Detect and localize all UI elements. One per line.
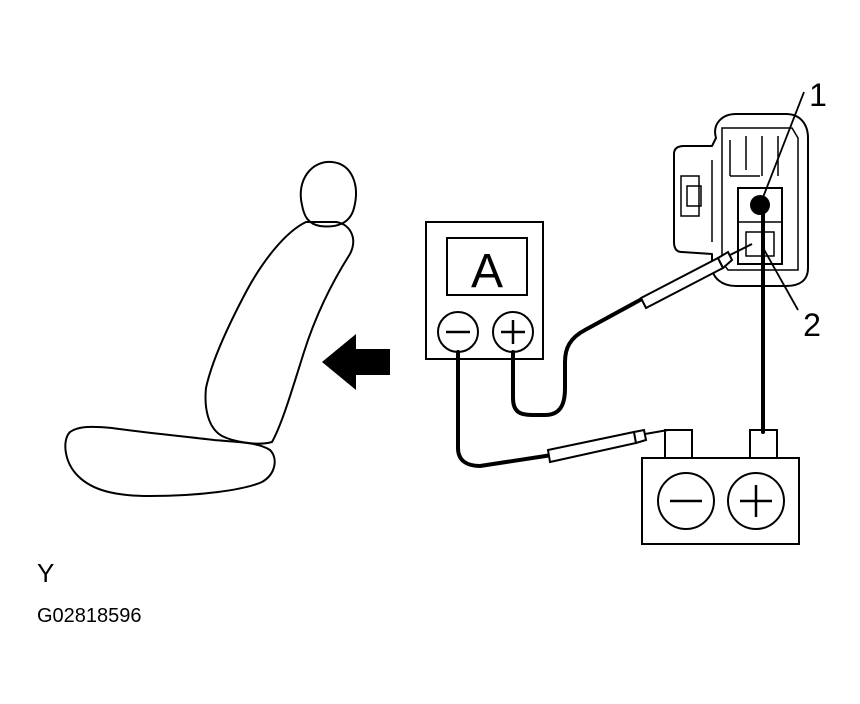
- probe-icon: [639, 243, 753, 310]
- seat-icon: [64, 160, 357, 497]
- leader-1: [759, 91, 805, 206]
- battery-icon: [641, 429, 800, 545]
- ammeter-negative-terminal: [437, 311, 479, 353]
- leader-2: [761, 245, 799, 311]
- view-letter: Y: [37, 558, 54, 588]
- connector-icon: [673, 113, 809, 287]
- ammeter-label: A: [471, 245, 503, 298]
- arrow-left-icon: [322, 334, 390, 390]
- figure-id: G02818596: [37, 605, 142, 627]
- ammeter-positive-terminal: [492, 311, 534, 353]
- wire-meter-positive: [511, 298, 642, 417]
- battery-positive-terminal: [727, 472, 785, 530]
- battery-negative-terminal: [657, 472, 715, 530]
- ammeter-display: [446, 237, 528, 296]
- wire-meter-negative: [456, 350, 554, 468]
- battery-pos-post: [749, 429, 778, 459]
- battery-neg-post: [664, 429, 693, 459]
- probe-battery-icon: [546, 428, 669, 464]
- callout-2: 2: [803, 307, 821, 343]
- ammeter-icon: A: [425, 221, 544, 360]
- callout-1: 1: [809, 77, 827, 113]
